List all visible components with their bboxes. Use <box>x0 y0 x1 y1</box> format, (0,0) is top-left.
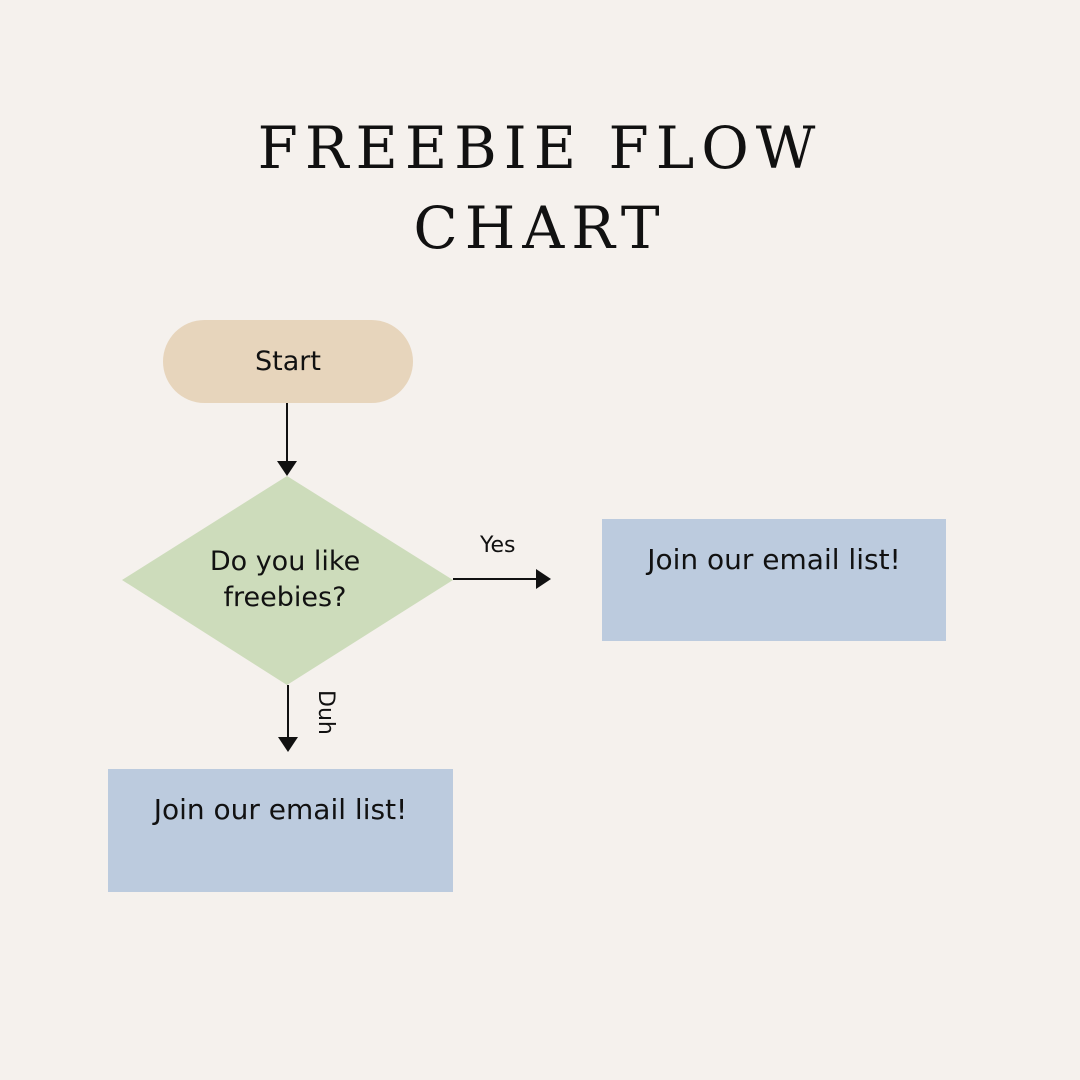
decision-diamond <box>122 476 453 685</box>
arrowhead-yes <box>536 569 551 589</box>
start-node-label: Start <box>255 346 321 377</box>
start-node: Start <box>163 320 413 403</box>
title-line-2: CHART <box>413 194 667 262</box>
arrowhead-start-to-decision <box>277 461 297 476</box>
duh-outcome-box: Join our email list! <box>108 769 453 892</box>
decision-node-label: Do you like freebies? <box>150 525 420 635</box>
edge-label-yes: Yes <box>480 533 516 558</box>
yes-outcome-box: Join our email list! <box>602 519 946 641</box>
edge-label-duh: Duh <box>313 690 338 735</box>
page-title: FREEBIE FLOW CHART <box>0 108 1080 268</box>
arrowhead-duh <box>278 737 298 752</box>
decision-label-line-1: Do you like <box>209 546 361 577</box>
decision-label-line-2: freebies? <box>223 582 347 613</box>
duh-outcome-label: Join our email list! <box>153 793 408 826</box>
yes-outcome-label: Join our email list! <box>647 543 901 576</box>
title-line-1: FREEBIE FLOW <box>257 114 823 182</box>
